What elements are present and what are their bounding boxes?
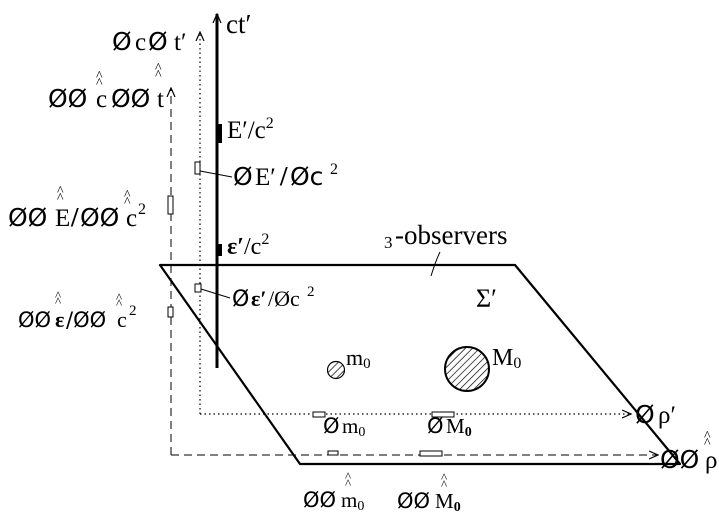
svg-text:Ø: Ø — [112, 27, 132, 56]
plane-label-leader — [430, 251, 441, 277]
m0-circle — [326, 360, 346, 380]
svg-text:^: ^ — [704, 436, 711, 451]
svg-text:M0: M0 — [435, 489, 461, 515]
svg-text:ØØ: ØØ — [660, 445, 699, 474]
svg-text:^: ^ — [57, 191, 64, 206]
phiphiEps-label: ØØ ε ^ ^ /ØØ c ^ ^ 2 — [18, 288, 137, 332]
phiE-label: Ø E′ / Øc 2 — [233, 161, 338, 191]
svg-text:ε′: ε′ — [251, 286, 267, 311]
svg-text:^: ^ — [124, 195, 131, 210]
svg-text:ØØ: ØØ — [397, 489, 430, 513]
svg-text:Ø: Ø — [323, 414, 340, 438]
svg-text:M0: M0 — [446, 414, 472, 440]
svg-text:/Øc: /Øc — [268, 286, 300, 311]
sigma-label: Σ′ — [476, 284, 497, 313]
svg-text:ØØ: ØØ — [303, 488, 336, 512]
svg-text:ØØ: ØØ — [80, 203, 119, 232]
svg-text:2: 2 — [307, 284, 315, 300]
svg-text:^: ^ — [441, 470, 447, 485]
eps-marker — [218, 244, 222, 256]
E-label: E′/c2 — [227, 115, 274, 144]
phi-m0-marker — [312, 411, 326, 418]
svg-text:c: c — [117, 307, 127, 332]
phi-rho-label: Ø ρ′ — [635, 400, 676, 429]
svg-text:/ØØ: /ØØ — [66, 308, 106, 332]
svg-text:Ø: Ø — [148, 27, 168, 56]
svg-text:ØØ: ØØ — [111, 84, 150, 113]
svg-text:ε: ε — [55, 307, 64, 332]
phiphi-ct-label: ØØ c ^ ^ ØØ t ^ ^ — [48, 61, 164, 113]
svg-text:c: c — [126, 205, 137, 232]
observers-label: 3 -observers — [384, 220, 507, 252]
svg-text:2: 2 — [129, 303, 137, 319]
svg-text:/: / — [70, 202, 79, 232]
svg-text:c: c — [135, 29, 146, 56]
phiEps-leader — [200, 288, 231, 299]
svg-text:^: ^ — [116, 290, 122, 305]
phi-ct-label: Ø c Ø t′ — [112, 27, 186, 56]
svg-text:/: / — [279, 161, 288, 191]
svg-text:2: 2 — [330, 161, 338, 178]
svg-text:^: ^ — [55, 288, 61, 303]
phiphiE-marker — [167, 195, 174, 215]
phiEps-marker — [194, 283, 202, 293]
svg-text:Ø: Ø — [232, 287, 249, 312]
M0-circle — [444, 346, 490, 392]
svg-text:m0: m0 — [341, 488, 364, 514]
phiphi-M0-label: ØØ M0 ^ ^ — [397, 470, 461, 515]
svg-text:3: 3 — [384, 233, 393, 252]
svg-text:^: ^ — [57, 184, 64, 199]
svg-text:ρ′: ρ′ — [658, 402, 676, 429]
phiphi-m0-marker — [327, 450, 339, 456]
svg-text:-observers: -observers — [395, 220, 507, 250]
svg-text:E′: E′ — [255, 164, 276, 191]
sigma-plane — [158, 263, 682, 466]
svg-text:ρ: ρ — [705, 447, 717, 474]
phiphi-m0-label: ØØ m0 ^ ^ — [303, 469, 364, 514]
phi-M0-label: Ø M0 — [427, 414, 472, 440]
svg-text:^: ^ — [116, 296, 122, 311]
svg-text:Ø: Ø — [233, 162, 253, 191]
phiphi-M0-marker — [419, 450, 443, 457]
E-marker — [218, 124, 222, 143]
svg-text:^: ^ — [55, 294, 61, 309]
svg-text:E: E — [55, 205, 70, 232]
svg-text:ØØ: ØØ — [8, 203, 47, 232]
M0-label: M0 — [492, 345, 521, 372]
eps-label: ε′/c2 — [227, 231, 269, 260]
phiEps-label: Ø ε′ /Øc 2 — [232, 284, 315, 312]
svg-text:m0: m0 — [342, 414, 365, 440]
svg-text:Ø: Ø — [635, 400, 655, 429]
svg-text:t: t — [157, 86, 164, 113]
svg-text:^: ^ — [704, 429, 711, 444]
m0-label: m0 — [346, 345, 371, 372]
phiphiEps-marker — [167, 306, 174, 318]
svg-text:^: ^ — [441, 477, 447, 492]
phi-M0-marker — [431, 411, 455, 418]
phiE-leader — [199, 170, 233, 178]
svg-text:2: 2 — [138, 201, 146, 218]
phiphi-rho-label: ØØ ρ ^ ^ — [660, 429, 717, 474]
svg-text:Øc: Øc — [290, 162, 323, 191]
svg-text:^: ^ — [96, 69, 103, 84]
ct-label: ct′ — [226, 9, 251, 39]
svg-text:^: ^ — [155, 68, 162, 83]
svg-text:t′: t′ — [174, 29, 186, 56]
svg-text:^: ^ — [345, 476, 351, 491]
phiE-marker — [194, 161, 201, 175]
svg-text:^: ^ — [124, 188, 131, 203]
phi-m0-label: Ø m0 — [323, 414, 365, 440]
svg-text:c: c — [96, 86, 107, 113]
svg-text:Ø: Ø — [427, 414, 444, 438]
svg-text:^: ^ — [345, 469, 351, 484]
svg-text:^: ^ — [96, 76, 103, 91]
phiphiE-label: ØØ E ^ ^ / ØØ c ^ ^ 2 — [8, 184, 146, 232]
svg-text:ØØ: ØØ — [18, 308, 51, 332]
svg-text:^: ^ — [155, 61, 162, 76]
svg-text:ØØ: ØØ — [48, 84, 87, 113]
